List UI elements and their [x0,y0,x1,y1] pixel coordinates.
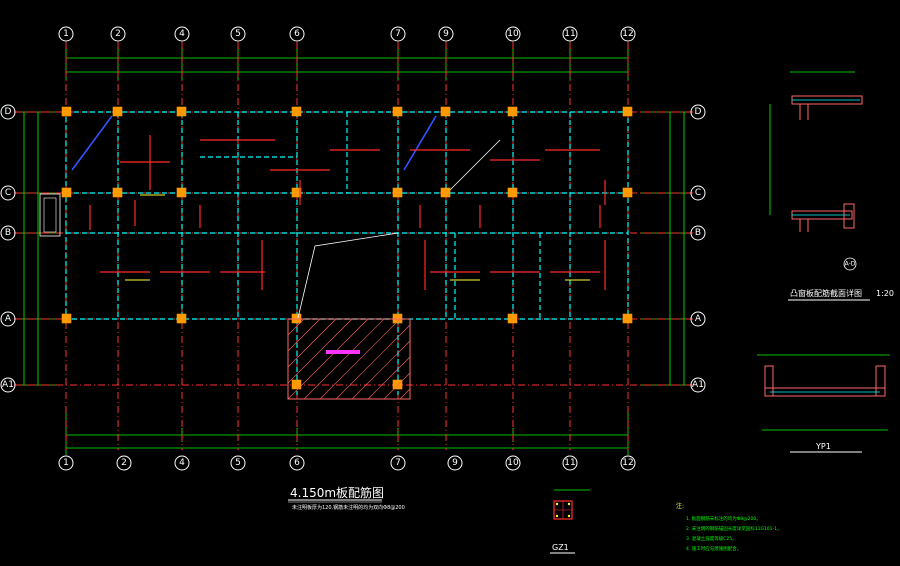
section-detail-upper: A-D [769,71,863,271]
axis-bottom-7: 7 [390,455,406,471]
note-line-4: 4. 施工时应与建施图配合。 [686,545,741,552]
svg-text:1: 1 [63,458,69,468]
beams [65,111,629,395]
axis-left-B: B [0,225,16,241]
axis-top-1: 1 [58,26,74,42]
svg-text:5: 5 [235,458,241,468]
svg-text:B: B [695,228,701,238]
diagonal-rebars [71,115,501,191]
note-line-3: 3. 混凝土强度等级C25。 [686,535,737,542]
svg-text:D: D [695,107,702,117]
axis-right-A: A [690,311,706,327]
axis-top-6: 6 [289,26,305,42]
axis-top-7: 7 [390,26,406,42]
svg-text:4: 4 [179,29,185,39]
svg-text:6: 6 [294,29,300,39]
axis-top-9: 9 [438,26,454,42]
axis-bottom-12: 12 [620,455,636,471]
svg-text:10: 10 [507,29,519,39]
axis-bubbles-right: D C B A A1 [690,104,706,393]
rebar-marks [89,135,606,290]
axis-bottom-1: 1 [58,455,74,471]
axis-bottom-2: 2 [116,455,132,471]
svg-text:4: 4 [179,458,185,468]
axis-top-4: 4 [174,26,190,42]
section-title: 凸窗板配筋截面详图 [790,288,862,298]
stair-hatch [287,232,411,400]
grid-lines [14,42,695,450]
axis-top-10: 10 [505,26,521,42]
svg-text:A: A [5,314,12,324]
svg-text:2: 2 [121,458,127,468]
svg-text:A-D: A-D [845,261,856,268]
axis-right-D: D [690,104,706,120]
gz1-title: GZ1 [552,543,569,552]
svg-text:12: 12 [622,458,633,468]
axis-bottom-6: 6 [289,455,305,471]
plan-title: 4.150m板配筋图 [290,485,384,500]
axis-bubbles-left: D C B A A1 [0,104,16,393]
axis-bubbles-bottom: 1 2 4 5 6 7 9 10 11 12 [58,455,636,471]
svg-text:2: 2 [115,29,121,39]
axis-bottom-9: 9 [447,455,463,471]
section-detail-title: 凸窗板配筋截面详图 1:20 [788,288,894,301]
svg-text:D: D [5,107,12,117]
yp1-detail: YP1 [757,354,890,453]
axis-bottom-5: 5 [230,455,246,471]
axis-top-5: 5 [230,26,246,42]
plan-title-block: 4.150m板配筋图 未注明板厚为120,钢筋未注明的均为双向Φ8@200 [288,485,405,511]
axis-left-A1: A1 [0,377,16,393]
svg-text:A1: A1 [692,380,704,390]
section-scale: 1:20 [876,289,894,298]
axis-bubbles-top: 1 2 4 5 6 7 9 10 11 12 [58,26,636,42]
svg-text:1: 1 [63,29,69,39]
svg-text:9: 9 [443,29,449,39]
side-dimension-lines [14,111,690,386]
svg-text:C: C [695,188,701,198]
rebar-tags [125,194,590,281]
bay-window-plan [39,193,61,237]
axis-bottom-10: 10 [505,455,521,471]
axis-top-12: 12 [620,26,636,42]
svg-text:7: 7 [395,458,401,468]
bottom-dimension-lines [65,410,629,455]
svg-text:9: 9 [452,458,458,468]
svg-text:12: 12 [622,29,633,39]
svg-text:11: 11 [564,458,575,468]
axis-bottom-11: 11 [562,455,578,471]
columns [61,106,633,390]
gz1-detail: GZ1 [550,489,590,554]
axis-top-11: 11 [562,26,578,42]
note-line-1: 1. 板面钢筋未标注的均为Φ8@200。 [686,515,761,522]
svg-text:7: 7 [395,29,401,39]
svg-text:5: 5 [235,29,241,39]
axis-bottom-4: 4 [174,455,190,471]
note-line-2: 2. 未注明的钢筋锚固长度详见国标11G101-1。 [686,525,782,532]
top-dimension-lines [65,48,629,80]
axis-left-A: A [0,311,16,327]
axis-left-D: D [0,104,16,120]
axis-left-C: C [0,185,16,201]
svg-text:10: 10 [507,458,519,468]
axis-right-B: B [690,225,706,241]
svg-text:C: C [5,188,11,198]
axis-top-2: 2 [110,26,126,42]
yp1-title: YP1 [815,442,831,451]
axis-right-A1: A1 [690,377,706,393]
svg-text:6: 6 [294,458,300,468]
svg-text:11: 11 [564,29,575,39]
plan-subtitle: 未注明板厚为120,钢筋未注明的均为双向Φ8@200 [292,504,405,511]
notes-heading: 注: [676,502,684,510]
axis-right-C: C [690,185,706,201]
notes-block: 注: 1. 板面钢筋未标注的均为Φ8@200。 2. 未注明的钢筋锚固长度详见国… [676,502,782,552]
svg-text:A1: A1 [2,380,14,390]
svg-text:B: B [5,228,11,238]
svg-text:A: A [695,314,702,324]
